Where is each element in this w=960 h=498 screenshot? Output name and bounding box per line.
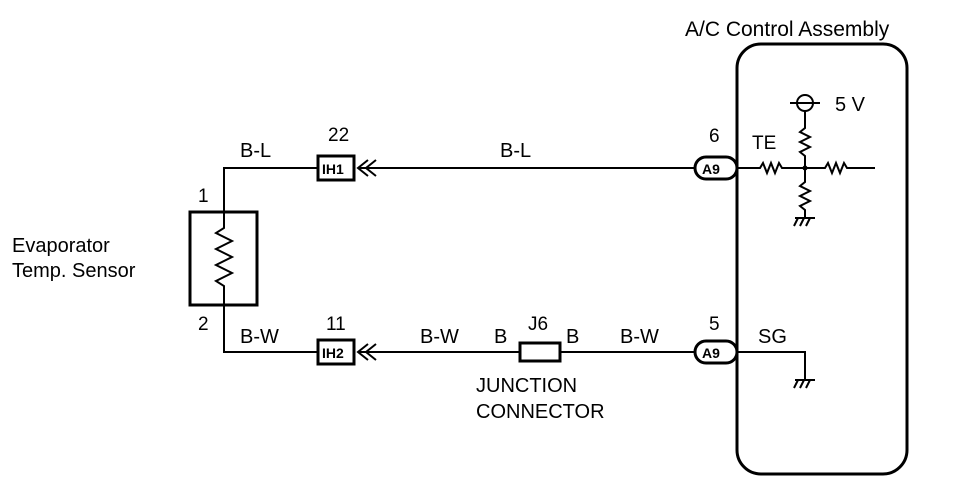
wire-top-color-left: B-L (240, 140, 271, 162)
ih1-label: IH1 (322, 161, 344, 177)
junction-label-line2: CONNECTOR (476, 401, 605, 423)
ground-icon (793, 217, 815, 227)
junction-pin-left: B (494, 326, 507, 348)
wire-top-left (223, 167, 318, 212)
ih2-pin: 11 (326, 314, 346, 335)
a9-top-label: A9 (702, 161, 720, 177)
wire-bottom-color-right: B-W (620, 326, 659, 348)
te-label: TE (752, 133, 776, 154)
ih1-connector (316, 154, 356, 182)
pullup-resistor (797, 111, 813, 168)
junction-dot (802, 165, 808, 171)
sensor-resistor (213, 212, 235, 305)
a9-top-pin: 6 (709, 126, 720, 147)
junction-id: J6 (528, 314, 548, 335)
ih2-label: IH2 (322, 345, 344, 361)
junction-label-line1: JUNCTION (476, 375, 577, 397)
sensor-label-line1: Evaporator (12, 235, 110, 257)
output-resistor (805, 160, 875, 176)
junction-pin-right: B (566, 326, 579, 348)
sg-label: SG (758, 326, 787, 348)
pulldown-resistor (797, 168, 813, 218)
sensor-label-line2: Temp. Sensor (12, 260, 136, 282)
ih1-pin: 22 (328, 125, 349, 146)
wire-bottom-color-left: B-W (240, 326, 279, 348)
wire-top-color-mid: B-L (500, 140, 531, 162)
wire-bottom-color-mid: B-W (420, 326, 459, 348)
a9-bottom-pin: 5 (709, 314, 720, 335)
wire-bottom-left (223, 305, 318, 353)
junction-connector (518, 341, 562, 363)
ih2-connector (316, 338, 356, 366)
assembly-title: A/C Control Assembly (685, 18, 890, 41)
sg-wire (737, 351, 806, 380)
sensor-pin-bottom: 2 (198, 314, 209, 335)
sensor-pin-top: 1 (198, 186, 209, 207)
a9-bottom-label: A9 (702, 345, 720, 361)
assembly-box (735, 42, 909, 476)
supply-voltage: 5 V (835, 94, 866, 116)
te-resistor (737, 160, 805, 176)
sg-ground-icon (793, 379, 815, 389)
